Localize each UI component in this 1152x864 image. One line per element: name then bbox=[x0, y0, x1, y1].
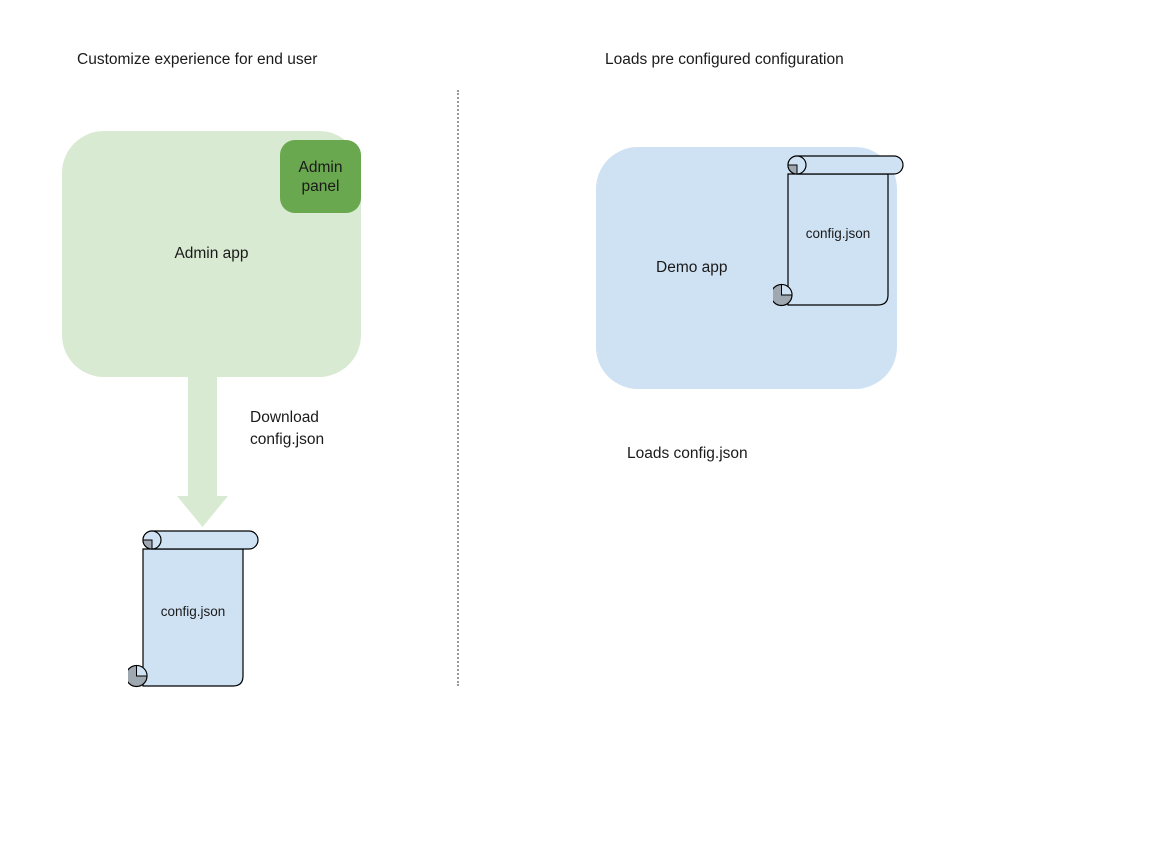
config-file-scroll-left: config.json bbox=[125, 528, 260, 688]
section-divider bbox=[457, 90, 459, 686]
scroll-label: config.json bbox=[805, 226, 871, 241]
demo-app-label: Demo app bbox=[656, 259, 728, 276]
left-section-title: Customize experience for end user bbox=[77, 51, 318, 68]
download-label: Download config.json bbox=[250, 407, 324, 451]
admin-app-label: Admin app bbox=[174, 245, 249, 262]
loads-config-caption: Loads config.json bbox=[627, 445, 748, 462]
download-label-line2: config.json bbox=[250, 431, 325, 448]
admin-panel-box: Admin panel bbox=[280, 140, 361, 213]
config-file-scroll-right: config.json bbox=[770, 153, 905, 308]
right-section-title: Loads pre configured configuration bbox=[605, 51, 844, 68]
scroll-shape-icon bbox=[770, 155, 904, 307]
download-arrow-icon bbox=[177, 377, 228, 527]
scroll-label: config.json bbox=[160, 604, 226, 619]
admin-panel-label: Admin panel bbox=[298, 158, 343, 195]
download-label-line1: Download bbox=[250, 409, 319, 426]
scroll-shape-icon bbox=[125, 530, 259, 688]
admin-app-box: Admin app Admin panel bbox=[62, 131, 361, 377]
